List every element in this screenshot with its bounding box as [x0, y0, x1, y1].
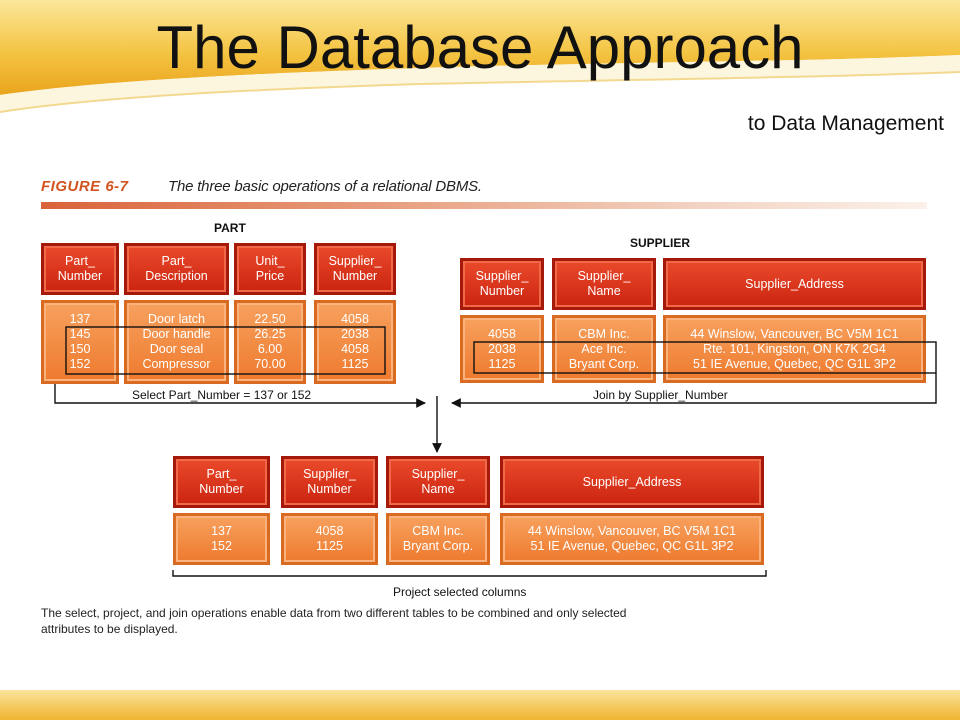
supplier-cell-name: CBM Inc. Ace Inc. Bryant Corp.: [552, 315, 656, 383]
figure-rule: [41, 202, 927, 209]
supplier-table-title: SUPPLIER: [630, 236, 691, 250]
supplier-header-name: Supplier_ Name: [552, 258, 656, 310]
part-cell-description: Door latch Door handle Door seal Compres…: [124, 300, 229, 384]
result-cell-supplier-name: CBM Inc. Bryant Corp.: [386, 513, 490, 565]
slide-subtitle: to Data Management: [747, 112, 944, 135]
part-header-description: Part_ Description: [124, 243, 229, 295]
title-banner: [0, 0, 960, 113]
supplier-header-address: Supplier_Address: [663, 258, 926, 310]
part-cell-unit-price: 22.50 26.25 6.00 70.00: [234, 300, 306, 384]
project-label: Project selected columns: [393, 585, 527, 599]
part-header-part-number: Part_ Number: [41, 243, 119, 295]
select-label: Select Part_Number = 137 or 152: [132, 388, 312, 402]
result-header-supplier-name: Supplier_ Name: [386, 456, 490, 508]
result-cell-supplier-number: 4058 1125: [281, 513, 378, 565]
part-header-unit-price: Unit_ Price: [234, 243, 306, 295]
result-header-part-number: Part_ Number: [173, 456, 270, 508]
result-cell-part-number: 137 152: [173, 513, 270, 565]
figure-label: FIGURE 6-7: [41, 178, 129, 195]
part-table-title: PART: [214, 221, 246, 235]
supplier-cell-number: 4058 2038 1125: [460, 315, 544, 383]
result-cell-supplier-address: 44 Winslow, Vancouver, BC V5M 1C1 51 IE …: [500, 513, 764, 565]
result-header-supplier-address: Supplier_Address: [500, 456, 764, 508]
figure-note: The select, project, and join operations…: [41, 606, 627, 636]
part-cell-supplier-number: 4058 2038 4058 1125: [314, 300, 396, 384]
project-bracket: [172, 570, 767, 577]
result-header-supplier-number: Supplier_ Number: [281, 456, 378, 508]
footer-band: [0, 690, 960, 720]
part-cell-part-number: 137 145 150 152: [41, 300, 119, 384]
supplier-header-number: Supplier_ Number: [460, 258, 544, 310]
slide-title: The Database Approach: [156, 14, 804, 81]
part-header-supplier-number: Supplier_ Number: [314, 243, 396, 295]
supplier-cell-address: 44 Winslow, Vancouver, BC V5M 1C1 Rte. 1…: [663, 315, 926, 383]
join-label: Join by Supplier_Number: [593, 388, 728, 402]
figure-caption: The three basic operations of a relation…: [168, 178, 482, 195]
